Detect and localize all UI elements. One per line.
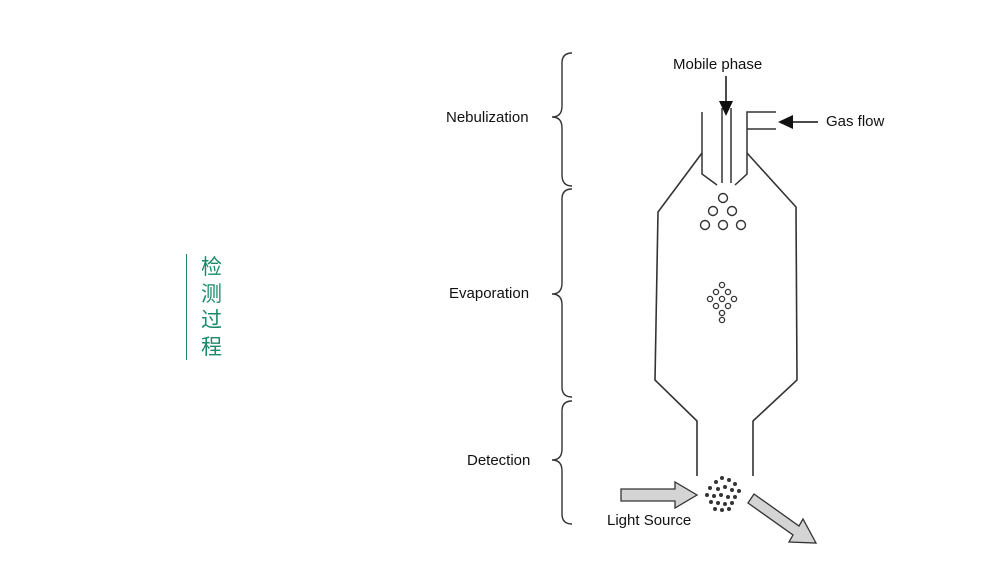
droplet [707, 205, 719, 217]
nozzle-outer-right [734, 111, 754, 186]
droplet [718, 281, 726, 289]
mobile-phase-label: Mobile phase [673, 56, 762, 73]
particle [730, 501, 734, 505]
particle [723, 485, 727, 489]
droplet [717, 192, 729, 204]
particle [723, 502, 727, 506]
droplet [712, 302, 720, 310]
particle [708, 486, 712, 490]
gas-flow-arrow [778, 115, 818, 129]
brace-nebulization [551, 52, 573, 187]
analyte-particles [705, 476, 741, 512]
droplet [717, 219, 729, 231]
stage-label-nebulization: Nebulization [446, 109, 529, 126]
title-char: 过 [201, 308, 222, 332]
section-title: 检 测 过 程 [186, 254, 227, 360]
particle [733, 482, 737, 486]
particle [727, 507, 731, 511]
scattered-light-arrow [747, 493, 818, 544]
particle [719, 493, 723, 497]
stage-braces [551, 52, 573, 525]
particle [705, 493, 709, 497]
particle [726, 495, 730, 499]
droplet [718, 295, 726, 303]
nebulized-droplets [699, 192, 747, 231]
particle [712, 494, 716, 498]
nozzle-outer-left [701, 112, 718, 186]
stage-label-detection: Detection [467, 452, 530, 469]
particle [709, 500, 713, 504]
evaporating-droplets [706, 281, 738, 324]
stage-label-evaporation: Evaporation [449, 285, 529, 302]
droplet [735, 219, 747, 231]
particle [716, 501, 720, 505]
mobile-phase-arrow [719, 76, 733, 116]
nebulizer [701, 108, 776, 186]
gas-flow-label: Gas flow [826, 113, 885, 130]
brace-evaporation [551, 188, 573, 398]
droplet [706, 295, 714, 303]
particle [713, 507, 717, 511]
particle [720, 508, 724, 512]
droplet [730, 295, 738, 303]
droplet [718, 309, 726, 317]
droplet [724, 302, 732, 310]
particle [720, 476, 724, 480]
droplet [726, 205, 738, 217]
vessel [654, 152, 798, 476]
droplet [699, 219, 711, 231]
title-char: 程 [201, 334, 222, 359]
vessel-right-wall [746, 152, 798, 476]
droplet [718, 316, 726, 324]
light-source-label: Light Source [607, 512, 691, 529]
light-source-arrow [620, 480, 699, 510]
droplet [724, 288, 732, 296]
brace-detection [551, 400, 573, 525]
particle [727, 478, 731, 482]
particle [737, 489, 741, 493]
particle [716, 487, 720, 491]
particle [730, 488, 734, 492]
title-char: 检 [201, 255, 222, 279]
droplet [712, 288, 720, 296]
vessel-left-wall [654, 152, 703, 476]
title-char: 测 [201, 281, 222, 306]
particle [714, 480, 718, 484]
particle [733, 495, 737, 499]
